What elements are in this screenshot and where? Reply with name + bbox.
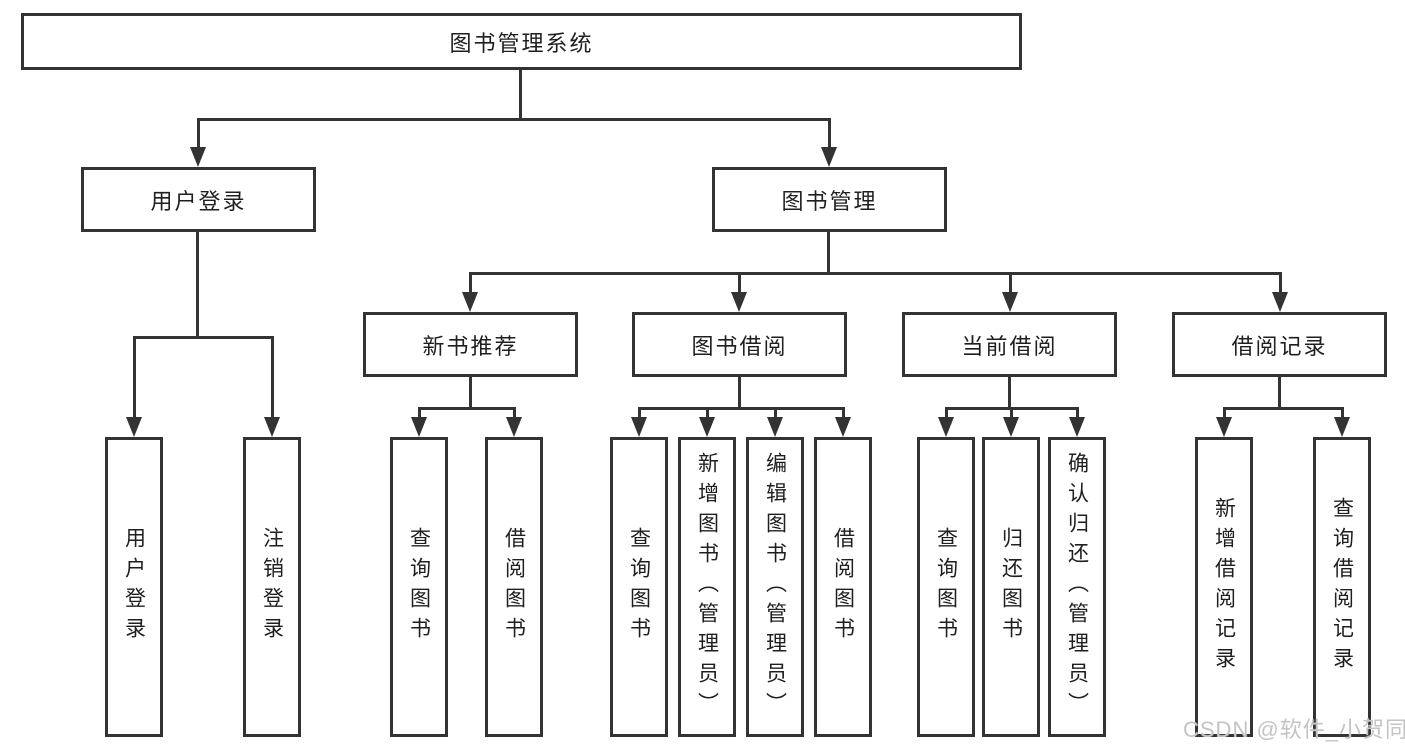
node-label: 当前借阅 xyxy=(961,333,1058,359)
connector-drop-leaf xyxy=(1076,407,1079,420)
node-label: 借阅记录 xyxy=(1231,333,1328,359)
node-label: 查询借阅记录 xyxy=(1330,497,1354,677)
connector-drop-leaf xyxy=(706,407,709,420)
arrow-down-icon xyxy=(767,417,783,437)
arrow-down-icon xyxy=(699,417,715,437)
arrow-down-icon xyxy=(1002,292,1018,312)
node-label: 查询图书 xyxy=(627,527,651,647)
connector-drop-leaf xyxy=(418,407,421,420)
arrow-down-icon xyxy=(631,417,647,437)
node-label: 新增借阅记录 xyxy=(1212,497,1236,677)
connector-new-book-stem xyxy=(469,377,472,407)
node-label: 图书管理系统 xyxy=(449,30,594,56)
node-label: 图书管理 xyxy=(781,188,878,214)
arrow-down-icon xyxy=(835,417,851,437)
leaf-logout: 注销登录 xyxy=(243,437,301,737)
leaf-query-borrow-record: 查询借阅记录 xyxy=(1313,437,1371,737)
connector-new-book-branch xyxy=(418,407,516,410)
arrow-down-icon xyxy=(821,147,837,167)
connector-drop-level3 xyxy=(1279,272,1282,295)
leaf-query-books-borrowing: 查询图书 xyxy=(610,437,668,737)
node-new-book-recommend: 新书推荐 xyxy=(363,312,578,377)
arrow-down-icon xyxy=(1272,292,1288,312)
node-label: 查询图书 xyxy=(934,527,958,647)
connector-drop-leaf xyxy=(513,407,516,420)
arrow-down-icon xyxy=(411,417,427,437)
connector-drop-leaf xyxy=(133,336,136,420)
arrow-down-icon xyxy=(462,292,478,312)
leaf-query-books-recommend: 查询图书 xyxy=(390,437,448,737)
node-label: 图书借阅 xyxy=(691,333,788,359)
connector-drop-leaf xyxy=(638,407,641,420)
connector-drop-leaf xyxy=(945,407,948,420)
connector-drop-leaf xyxy=(774,407,777,420)
connector-drop-user-login xyxy=(197,118,200,150)
arrow-down-icon xyxy=(264,417,280,437)
arrow-down-icon xyxy=(190,147,206,167)
arrow-down-icon xyxy=(731,292,747,312)
node-book-management: 图书管理 xyxy=(712,167,947,232)
arrow-down-icon xyxy=(126,417,142,437)
leaf-return-books: 归还图书 xyxy=(982,437,1040,737)
connector-book-management-stem xyxy=(827,232,830,272)
node-book-borrowing: 图书借阅 xyxy=(632,312,847,377)
node-label: 用户登录 xyxy=(150,188,247,214)
node-borrowing-records: 借阅记录 xyxy=(1172,312,1387,377)
node-root-library-system: 图书管理系统 xyxy=(21,13,1022,70)
node-label: 借阅图书 xyxy=(831,527,855,647)
leaf-borrow-books-borrowing: 借阅图书 xyxy=(814,437,872,737)
connector-root-stem xyxy=(519,70,522,118)
connector-drop-level3 xyxy=(1009,272,1012,295)
watermark: CSDN @软件_小贺同学 xyxy=(1183,717,1405,742)
arrow-down-icon xyxy=(1003,417,1019,437)
connector-book-borrowing-stem xyxy=(738,377,741,407)
node-label: 编辑图书（管理员） xyxy=(763,452,787,722)
arrow-down-icon xyxy=(1069,417,1085,437)
leaf-add-book-admin: 新增图书（管理员） xyxy=(678,437,736,737)
node-label: 用户登录 xyxy=(122,527,146,647)
connector-borrowing-records-branch xyxy=(1223,407,1344,410)
connector-drop-level3 xyxy=(738,272,741,295)
connector-drop-leaf xyxy=(1010,407,1013,420)
connector-drop-leaf xyxy=(1341,407,1344,420)
connector-drop-book-management xyxy=(828,118,831,150)
leaf-confirm-return-admin: 确认归还（管理员） xyxy=(1048,437,1106,737)
connector-level3-branch xyxy=(469,272,1281,275)
node-user-login: 用户登录 xyxy=(81,167,316,232)
arrow-down-icon xyxy=(1216,417,1232,437)
node-label: 注销登录 xyxy=(260,527,284,647)
leaf-edit-book-admin: 编辑图书（管理员） xyxy=(746,437,804,737)
leaf-user-login: 用户登录 xyxy=(105,437,163,737)
connector-borrowing-records-stem xyxy=(1278,377,1281,407)
node-label: 借阅图书 xyxy=(502,527,526,647)
connector-drop-leaf xyxy=(1223,407,1226,420)
node-label: 确认归还（管理员） xyxy=(1065,452,1089,722)
arrow-down-icon xyxy=(938,417,954,437)
node-label: 查询图书 xyxy=(407,527,431,647)
connector-user-login-branch xyxy=(133,336,274,339)
node-label: 新增图书（管理员） xyxy=(695,452,719,722)
connector-current-borrowing-stem xyxy=(1008,377,1011,407)
arrow-down-icon xyxy=(506,417,522,437)
connector-level2-branch xyxy=(197,118,831,121)
leaf-query-books-current: 查询图书 xyxy=(917,437,975,737)
leaf-add-borrow-record: 新增借阅记录 xyxy=(1195,437,1253,737)
connector-user-login-stem xyxy=(196,232,199,336)
connector-drop-leaf xyxy=(271,336,274,420)
connector-drop-leaf xyxy=(842,407,845,420)
leaf-borrow-books-recommend: 借阅图书 xyxy=(485,437,543,737)
node-label: 归还图书 xyxy=(999,527,1023,647)
node-current-borrowing: 当前借阅 xyxy=(902,312,1117,377)
connector-book-borrowing-branch xyxy=(638,407,845,410)
node-label: 新书推荐 xyxy=(422,333,519,359)
arrow-down-icon xyxy=(1334,417,1350,437)
connector-drop-level3 xyxy=(469,272,472,295)
